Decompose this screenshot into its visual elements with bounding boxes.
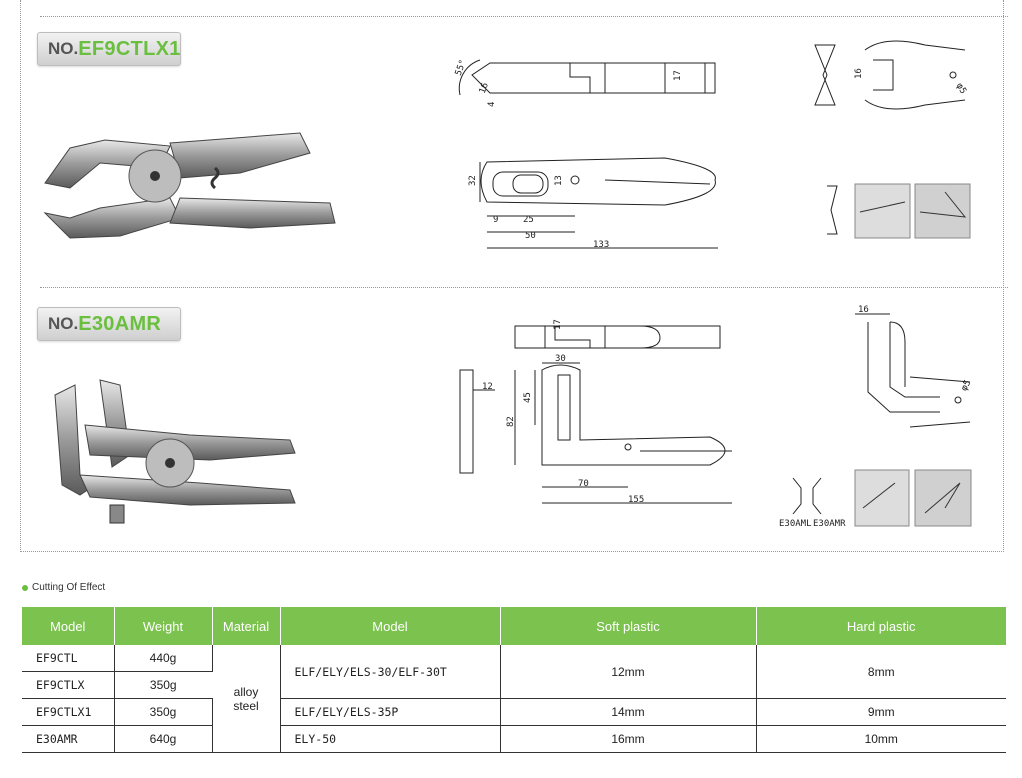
dim-155: 155 — [628, 495, 644, 505]
e30amr-blade-edge: 12 — [459, 369, 495, 474]
material-line: steel — [233, 698, 259, 713]
dim-17: 17 — [673, 70, 683, 81]
dim-30: 30 — [555, 354, 566, 364]
dim-phi5: φ5 — [959, 379, 973, 393]
dim-13: 13 — [554, 175, 564, 186]
dim-r16: 16 — [854, 68, 864, 79]
ef9ctlx1-top-view: 32 13 9 25 50 133 — [468, 157, 718, 250]
tool-model: EF9CTLX1 — [22, 698, 115, 726]
soft-plastic-value: 16mm — [500, 725, 757, 753]
e30amr-cut-examples: E30AML E30AMR — [779, 469, 972, 529]
table-row: EF9CTLX 350g — [22, 671, 1006, 699]
dim-45: 45 — [523, 392, 533, 403]
dim-70: 70 — [578, 479, 589, 489]
spec-frame — [20, 0, 1004, 552]
hard-plastic-value: 10mm — [756, 725, 1006, 753]
blade-model: ELF/ELY/ELS-30/ELF-30T — [280, 645, 501, 699]
label-e30amr: E30AMR — [813, 519, 846, 529]
ef9ctlx1-side-view: 55° 16 4 17 — [454, 58, 716, 107]
blade-model: ELY-50 — [280, 725, 501, 753]
table-row: EF9CTL 440g alloy steel ELF/ELY/ELS-30/E… — [22, 645, 1006, 753]
dim-17: 17 — [553, 319, 563, 330]
tool-weight: 350g — [114, 698, 213, 726]
dim-4: 4 — [487, 102, 497, 107]
dim-82: 82 — [506, 416, 516, 427]
e30amr-blade-profile: 16 φ5 — [855, 305, 973, 428]
material-cell: alloy steel — [212, 645, 281, 753]
header-model-2: Model — [280, 607, 501, 645]
blade-model: ELF/ELY/ELS-35P — [280, 698, 501, 726]
table-row: EF9CTLX1 350g ELF/ELY/ELS-35P 14mm 9mm — [22, 698, 1006, 726]
section-divider — [40, 287, 1008, 288]
badge-prefix: NO. — [48, 314, 79, 333]
e30amr-photo — [54, 379, 296, 524]
header-hard-plastic: Hard plastic — [756, 607, 1006, 645]
dim-12: 12 — [482, 382, 493, 392]
tool-model: EF9CTL — [22, 645, 115, 672]
header-weight: Weight — [114, 607, 213, 645]
badge-code: EF9CTLX1 — [78, 37, 181, 60]
dim-50: 50 — [525, 231, 536, 241]
header-material: Material — [212, 607, 281, 645]
cutting-effect-table: Model Weight Material Model Soft plastic… — [22, 607, 1006, 753]
badge-prefix: NO. — [48, 39, 79, 58]
soft-plastic-value: 14mm — [500, 698, 757, 726]
dim-32: 32 — [468, 175, 478, 186]
dim-25: 25 — [523, 215, 534, 225]
label-e30aml: E30AML — [779, 519, 812, 529]
table-row: E30AMR 640g ELY-50 16mm 10mm — [22, 725, 1006, 753]
dim-angle: 55° — [454, 58, 469, 77]
top-divider — [40, 16, 1008, 17]
dim-16: 16 — [858, 305, 869, 315]
ef9ctlx1-cut-examples — [827, 183, 971, 239]
dim-133: 133 — [593, 240, 609, 250]
e30amr-side-view: 17 — [514, 319, 721, 349]
section-title: Cutting Of Effect — [32, 582, 106, 593]
hard-plastic-value: 8mm — [756, 645, 1006, 699]
header-soft-plastic: Soft plastic — [500, 607, 757, 645]
cutting-effect-title: Cutting Of Effect — [22, 582, 105, 593]
e30amr-top-view: 30 45 82 70 155 — [506, 354, 732, 505]
ef9ctlx1-blade-profile: 16 φ5 — [814, 40, 968, 110]
dim-phi5: φ5 — [954, 82, 968, 96]
dim-9: 9 — [493, 215, 498, 225]
badge-code: E30AMR — [78, 312, 162, 335]
dim-16: 16 — [478, 82, 491, 96]
hard-plastic-value: 9mm — [756, 698, 1006, 726]
ef9ctlx1-photo — [43, 132, 336, 239]
tool-weight: 440g — [114, 645, 213, 672]
tool-weight: 350g — [114, 671, 212, 699]
tool-model: EF9CTLX — [22, 671, 115, 699]
product-badge-ef9ctlx1: NO. EF9CTLX1 — [37, 32, 181, 66]
header-model: Model — [22, 607, 115, 645]
bullet-dot-icon — [22, 584, 28, 591]
table-header-row: Model Weight Material Model Soft plastic… — [22, 607, 1006, 645]
soft-plastic-value: 12mm — [500, 645, 757, 699]
product-badge-e30amr: NO. E30AMR — [37, 307, 181, 341]
tool-model: E30AMR — [22, 725, 115, 753]
material-line: alloy — [233, 684, 259, 699]
tool-weight: 640g — [114, 725, 213, 753]
